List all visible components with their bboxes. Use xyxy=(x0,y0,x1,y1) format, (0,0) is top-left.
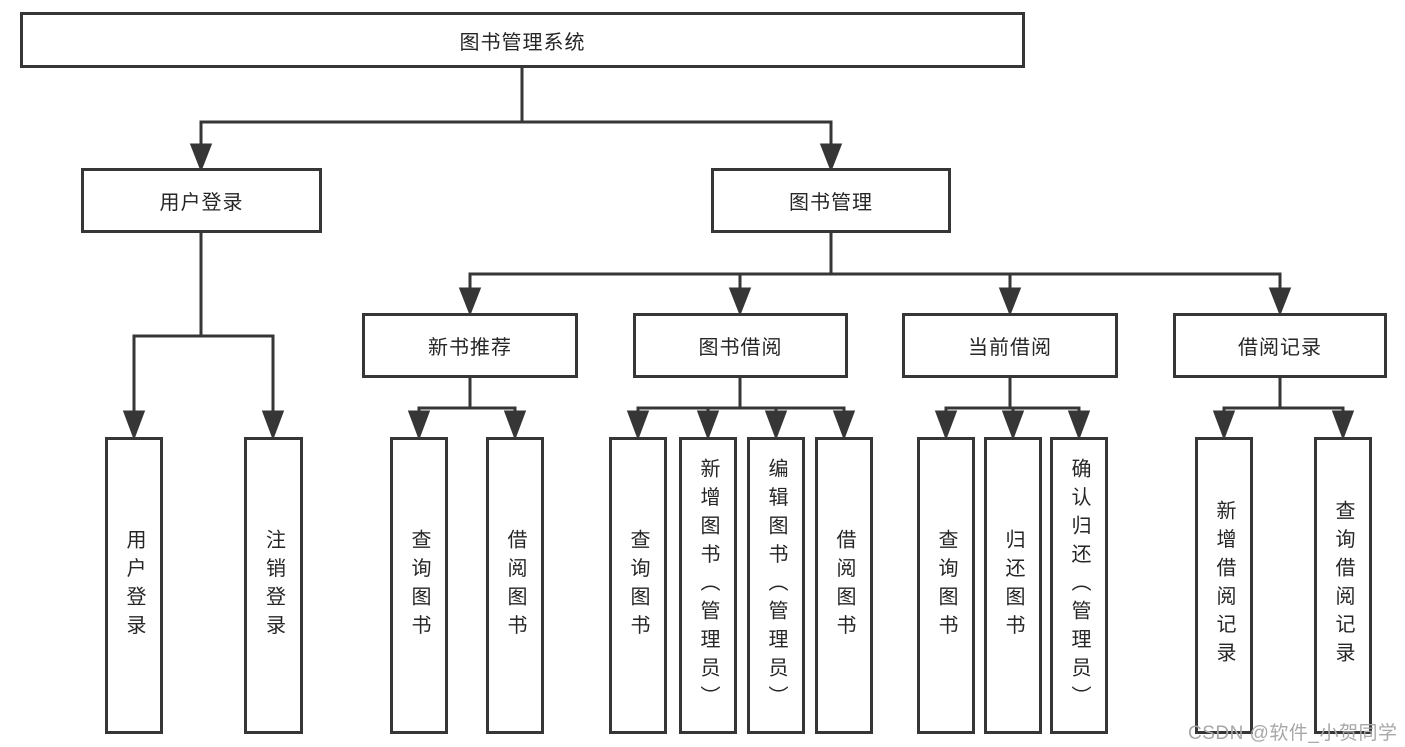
leaf-borrow-books-recommend: 借阅图书 xyxy=(486,437,544,734)
leaf-edit-book-admin: 编辑图书（管理员） xyxy=(747,437,805,734)
node-label: 新增借阅记录 xyxy=(1213,500,1235,671)
connector-root-to-level2 xyxy=(189,66,843,173)
leaf-query-books-recommend: 查询图书 xyxy=(390,437,448,734)
node-user-login: 用户登录 xyxy=(81,168,322,233)
leaf-return-book: 归还图书 xyxy=(984,437,1042,734)
node-label: 确认归还（管理员） xyxy=(1068,457,1090,714)
node-book-management: 图书管理 xyxy=(711,168,951,233)
node-label: 注销登录 xyxy=(262,528,285,643)
connector-new-book-recommendation-children xyxy=(407,376,527,441)
node-label: 归还图书 xyxy=(1002,528,1024,643)
node-current-borrowing: 当前借阅 xyxy=(902,313,1118,378)
connector-book-management-children xyxy=(458,231,1292,317)
connector-current-borrowing-children xyxy=(934,376,1091,441)
node-label: 当前借阅 xyxy=(968,337,1052,359)
node-label: 图书管理 xyxy=(789,192,873,214)
node-new-book-recommendation: 新书推荐 xyxy=(362,313,578,378)
leaf-query-books-current: 查询图书 xyxy=(917,437,975,734)
connector-book-borrowing-children xyxy=(626,376,856,441)
node-label: 借阅图书 xyxy=(833,528,855,643)
node-label: 查询图书 xyxy=(627,528,649,643)
connector-user-login-children xyxy=(122,231,285,441)
leaf-logout: 注销登录 xyxy=(244,437,303,734)
leaf-user-login: 用户登录 xyxy=(105,437,163,734)
node-label: 用户登录 xyxy=(159,192,244,214)
leaf-add-borrow-record: 新增借阅记录 xyxy=(1195,437,1253,734)
node-label: 编辑图书（管理员） xyxy=(765,457,787,714)
connector-borrowing-records-children xyxy=(1212,376,1355,441)
node-label: 查询借阅记录 xyxy=(1332,500,1354,671)
leaf-borrow-books-borrowing: 借阅图书 xyxy=(815,437,873,734)
node-label: 新增图书（管理员） xyxy=(697,457,719,714)
leaf-confirm-return-admin: 确认归还（管理员） xyxy=(1050,437,1108,734)
leaf-query-borrow-record: 查询借阅记录 xyxy=(1314,437,1372,734)
node-label: 图书管理系统 xyxy=(459,31,586,54)
node-label: 查询图书 xyxy=(408,528,430,643)
node-library-management-system: 图书管理系统 xyxy=(20,12,1025,68)
watermark: CSDN @软件_小贺同学 xyxy=(1188,723,1398,744)
node-label: 借阅记录 xyxy=(1238,337,1322,359)
node-borrowing-records: 借阅记录 xyxy=(1173,313,1387,378)
node-label: 用户登录 xyxy=(123,528,145,643)
node-label: 借阅图书 xyxy=(504,528,526,643)
leaf-query-books-borrowing: 查询图书 xyxy=(609,437,667,734)
node-label: 查询图书 xyxy=(935,528,957,643)
node-book-borrowing: 图书借阅 xyxy=(633,313,848,378)
node-label: 图书借阅 xyxy=(698,337,783,359)
leaf-add-book-admin: 新增图书（管理员） xyxy=(679,437,737,734)
node-label: 新书推荐 xyxy=(428,337,512,359)
